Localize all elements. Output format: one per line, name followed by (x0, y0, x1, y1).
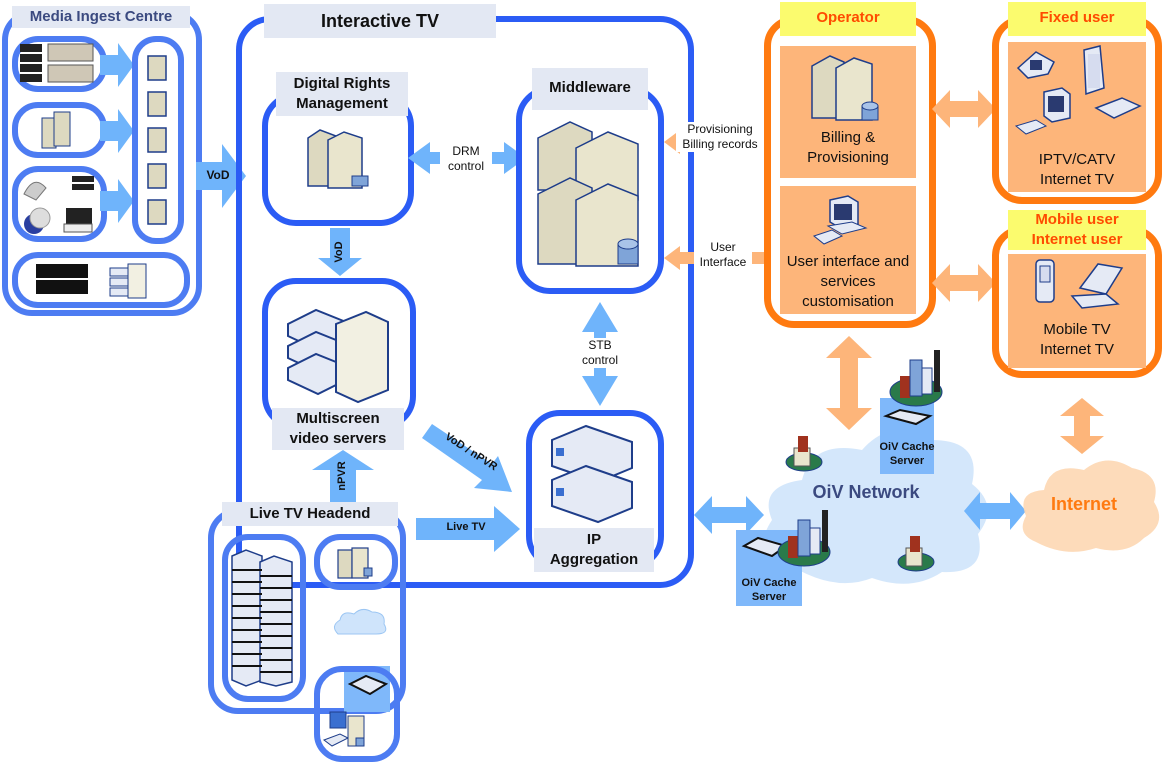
stb-control-label: STB control (570, 338, 630, 368)
mobile-user-line1: Mobile TV (1043, 321, 1111, 338)
drm-control-label: DRM control (440, 144, 492, 174)
vod-ingest-arrow (196, 144, 246, 208)
building-icon-left (785, 436, 823, 472)
ingest-arrows (100, 43, 134, 223)
drm-vod-arrow (318, 228, 362, 276)
vod-ingest-label: VoD (206, 168, 230, 182)
provisioning-label: Provisioning Billing records (676, 122, 764, 152)
interactive-tv-title: Interactive TV (264, 4, 496, 38)
user-interface-line1: User (710, 240, 736, 254)
billing-line2: Provisioning (807, 149, 889, 166)
ip-aggregation-title: IP Aggregation (534, 528, 654, 572)
ui-customisation-label: User interface and services customisatio… (776, 252, 920, 312)
ip-aggregation-line1: IP (586, 531, 602, 548)
mobile-devices-icon (1035, 259, 1124, 309)
mobile-user-label: Mobile TV Internet TV (1008, 320, 1146, 360)
video-servers-line2: video servers (289, 430, 387, 447)
drm-title-line2: Management (296, 95, 388, 112)
video-server-icon (287, 308, 389, 404)
cache-top-line1: OiV Cache (879, 441, 935, 453)
billing-label: Billing & Provisioning (780, 128, 916, 168)
internet-cloud (1022, 460, 1160, 552)
storage-rack-icons (36, 263, 147, 299)
server-pair-icon (41, 111, 71, 149)
network-internet-arrow (964, 492, 1026, 530)
vod-npvr-arrow (422, 424, 512, 492)
middleware-server-icon (537, 121, 639, 267)
provisioning-line1: Provisioning (687, 122, 753, 136)
drm-vod-label: VoD (333, 241, 345, 263)
fixed-user-line1: IPTV/CATV (1038, 151, 1116, 168)
cache-top-line2: Server (889, 455, 925, 467)
billing-server-icon (811, 55, 879, 121)
stb-control-line2: control (581, 353, 619, 367)
headend-server-group (314, 534, 398, 590)
ingest-storage-group (12, 252, 190, 308)
mobile-user-title-line2: Internet user (1031, 231, 1123, 248)
headend-pc-icon (322, 711, 365, 747)
operator-mobile-arrow (932, 264, 996, 302)
city-icon-bottom (777, 510, 831, 567)
stb-control-line1: STB (588, 338, 612, 352)
media-ingest-title: Media Ingest Centre (12, 6, 190, 28)
live-tv-arrow-label: Live TV (446, 521, 486, 533)
cache-server-bottom-label: OiV Cache Server (734, 576, 804, 604)
drm-server-icon (307, 129, 369, 189)
provisioning-line2: Billing records (682, 137, 758, 151)
headend-endpoint-group (314, 666, 400, 762)
fixed-user-title: Fixed user (1008, 2, 1146, 36)
cache-bottom-line2: Server (751, 591, 787, 603)
cache-server-top-icon (882, 408, 933, 426)
cache-bottom-line1: OiV Cache (741, 577, 797, 589)
operator-title: Operator (780, 2, 916, 36)
ui-pc-icon (812, 195, 868, 245)
mobile-internet-arrow (1060, 398, 1104, 454)
mobile-user-panel (1008, 254, 1146, 368)
middleware-title: Middleware (532, 68, 648, 110)
operator-fixed-arrow (932, 90, 996, 128)
drm-control-line1: DRM (452, 144, 480, 158)
billing-line1: Billing & (820, 129, 876, 146)
fixed-user-label: IPTV/CATV Internet TV (1008, 150, 1146, 190)
headend-cloud-icon (334, 608, 387, 635)
operator-network-arrow (826, 336, 872, 430)
ui-line1: User interface and (786, 253, 910, 270)
live-tv-arrow (416, 506, 520, 552)
ui-line3: customisation (802, 293, 894, 310)
user-interface-line2: Interface (699, 255, 747, 269)
tape-decks-icon (20, 43, 94, 83)
cache-server-top-label: OiV Cache Server (874, 440, 940, 468)
headend-server-icon (337, 547, 373, 579)
npvr-arrow (312, 450, 374, 502)
video-servers-title: Multiscreen video servers (272, 408, 404, 450)
ingest-server-stack-icon (147, 55, 167, 225)
drm-title: Digital Rights Management (276, 72, 408, 116)
ip-aggregation-switch-icon (551, 424, 633, 524)
live-tv-headend-title: Live TV Headend (222, 502, 398, 526)
headend-set-top-box-icon (347, 674, 389, 696)
ingest-server-column (132, 36, 184, 244)
drm-control-line2: control (447, 159, 485, 173)
user-interface-label: User Interface (694, 240, 752, 270)
headend-rack-group (222, 534, 306, 702)
video-servers-line1: Multiscreen (296, 410, 380, 427)
city-icon-top (889, 350, 943, 407)
npvr-label: nPVR (336, 461, 348, 491)
drm-title-line1: Digital Rights (293, 75, 391, 92)
mobile-user-title-line1: Mobile user (1035, 211, 1119, 228)
internet-title: Internet (1050, 494, 1117, 514)
oiv-network-title: OiV Network (812, 482, 920, 502)
building-icon-right (897, 536, 935, 572)
mobile-user-line2: Internet TV (1040, 341, 1114, 358)
mobile-user-title: Mobile user Internet user (1008, 210, 1146, 250)
fixed-user-line2: Internet TV (1040, 171, 1114, 188)
headend-rack-icon (231, 549, 293, 687)
aggregation-network-arrow (694, 496, 764, 534)
fixed-devices-icon (1014, 45, 1142, 135)
ip-aggregation-line2: Aggregation (549, 551, 639, 568)
ui-line2: services (820, 273, 876, 290)
satellite-media-icons (23, 176, 94, 234)
